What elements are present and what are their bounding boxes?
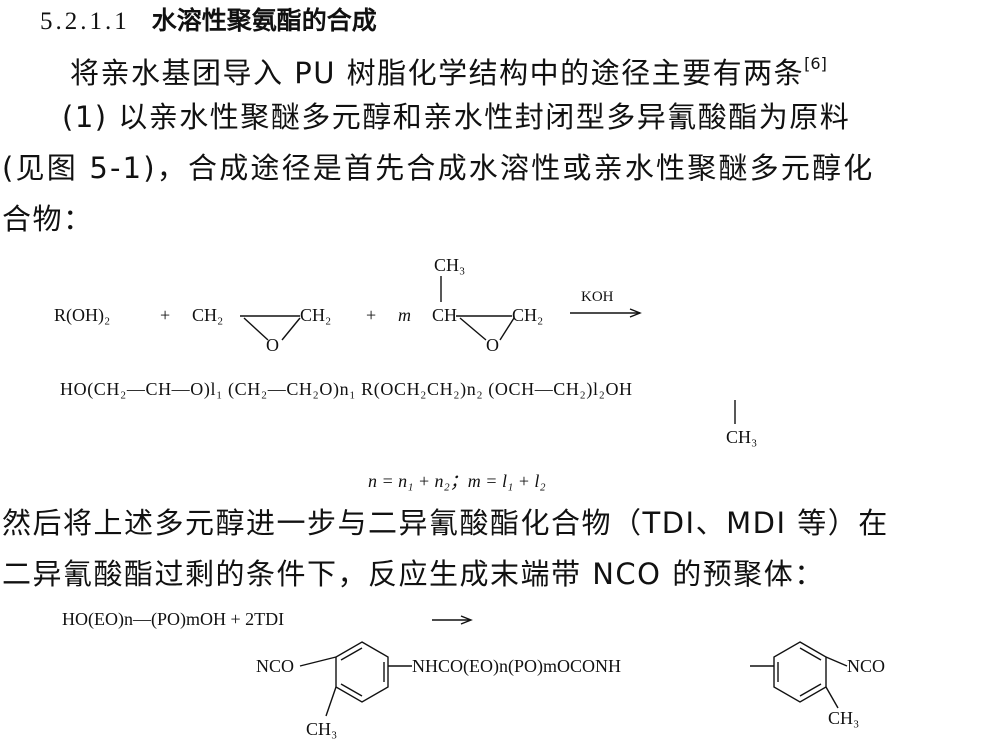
arrow-head bbox=[460, 615, 473, 625]
ring-double-bond bbox=[799, 683, 822, 697]
section-heading: 5.2.1.1 水溶性聚氨酯的合成 bbox=[40, 4, 377, 39]
plus-sign: + bbox=[160, 305, 171, 325]
eo-ch2-left: CH₂ bbox=[192, 305, 224, 325]
ring-double-bond bbox=[340, 647, 363, 661]
reaction-2-reactant: HO(EO)n—(PO)mOH + 2TDI bbox=[62, 609, 285, 629]
section-title: 水溶性聚氨酯的合成 bbox=[151, 6, 377, 35]
intro-text: 将亲水基团导入 PU 树脂化学结构中的途径主要有两条 bbox=[70, 56, 805, 90]
reactant-diol: R(OH)₂ bbox=[54, 305, 111, 325]
ring-double-bond bbox=[340, 683, 363, 697]
reaction-1-product: HO(CH₂—CH—O)l₁ (CH₂—CH₂O)n₁ R(OCH₂CH₂)n₂… bbox=[60, 379, 633, 399]
epoxide-bond bbox=[459, 317, 487, 341]
po-ch2: CH₂ bbox=[512, 305, 544, 325]
coefficient-m: m bbox=[398, 305, 411, 325]
ring-double-bond bbox=[799, 647, 822, 661]
section-number: 5.2.1.1 bbox=[40, 8, 130, 35]
eo-ch2-right: CH₂ bbox=[300, 305, 332, 325]
plus-sign: + bbox=[366, 305, 377, 325]
eo-oxygen: O bbox=[266, 335, 279, 355]
reaction-1-condition: n = n₁ + n₂；m = l₁ + l₂ bbox=[368, 471, 546, 491]
methyl-bond bbox=[825, 686, 839, 709]
benzene-ring bbox=[335, 641, 389, 703]
epoxide-bond bbox=[499, 317, 515, 341]
nco-right: NCO bbox=[847, 656, 886, 676]
method1-line-2: (见图 5-1)，合成途径是首先合成水溶性或亲水性聚醚多元醇化 bbox=[2, 151, 875, 185]
po-oxygen: O bbox=[486, 335, 499, 355]
methyl-left: CH₃ bbox=[306, 719, 338, 739]
methyl-bond bbox=[325, 686, 337, 717]
po-ch: CH bbox=[432, 305, 458, 325]
arrow-head bbox=[629, 308, 642, 318]
citation-ref: [6] bbox=[804, 54, 827, 73]
methyl-right: CH₃ bbox=[828, 708, 860, 728]
intro-paragraph: 将亲水基团导入 PU 树脂化学结构中的途径主要有两条[6] bbox=[70, 44, 827, 93]
epoxide-bond bbox=[281, 317, 301, 341]
epoxide-bond bbox=[243, 317, 269, 341]
nco-bond bbox=[825, 656, 848, 667]
nco-bond bbox=[299, 656, 337, 667]
product-methyl: CH₃ bbox=[726, 427, 758, 447]
benzene-ring bbox=[773, 641, 827, 703]
method1-line-1: (1) 以亲水性聚醚多元醇和亲水性封闭型多异氰酸酯为原料 bbox=[62, 100, 851, 134]
method1-cont-line-1: 然后将上述多元醇进一步与二异氰酸酯化合物（TDI、MDI 等）在 bbox=[2, 506, 889, 540]
catalyst-label: KOH bbox=[581, 289, 614, 305]
urethane-linker: NHCO(EO)n(PO)mOCONH bbox=[412, 656, 621, 676]
po-methyl: CH₃ bbox=[434, 255, 466, 275]
method1-cont-line-2: 二异氰酸酯过剩的条件下，反应生成末端带 NCO 的预聚体： bbox=[2, 557, 825, 591]
method1-line-3: 合物： bbox=[2, 202, 94, 236]
nco-left: NCO bbox=[256, 656, 295, 676]
